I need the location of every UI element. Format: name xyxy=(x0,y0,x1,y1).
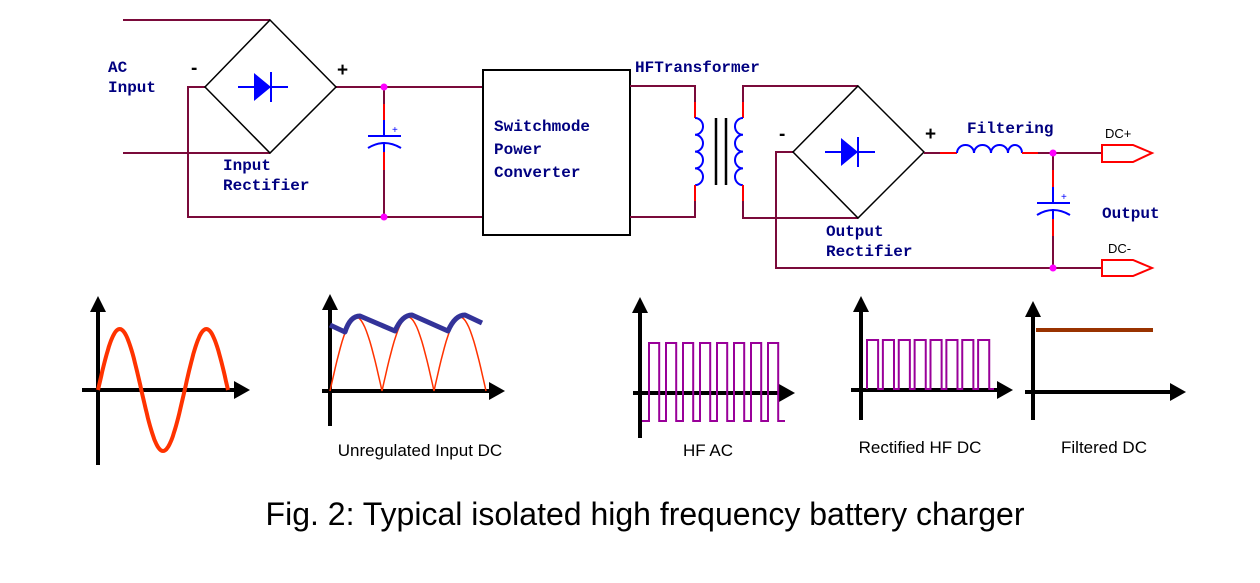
converter-label-1: Switchmode xyxy=(494,118,590,136)
converter-label-2: Power xyxy=(494,141,542,159)
unregulated-label: Unregulated Input DC xyxy=(338,441,502,460)
output-label: Output xyxy=(1102,205,1160,223)
filtering-label: Filtering xyxy=(967,120,1053,138)
converter-label-3: Converter xyxy=(494,164,580,182)
waveform-filtered-dc xyxy=(1025,301,1186,420)
x-axis-arrow-icon xyxy=(234,381,250,399)
dc-minus-label: DC- xyxy=(1108,241,1131,256)
hf-transformer xyxy=(630,85,858,219)
output-rectifier-label-1: Output xyxy=(826,223,884,241)
input-rectifier-label-2: Rectifier xyxy=(223,177,309,195)
cap-plus-sign: + xyxy=(1061,192,1067,203)
sine-wave xyxy=(96,326,230,454)
input-plus-sign: + xyxy=(337,60,348,81)
cap-plus-sign: + xyxy=(392,125,398,136)
output-plus-sign: + xyxy=(925,124,936,145)
waveform-ac-input xyxy=(82,296,250,465)
node-dot xyxy=(380,213,388,221)
output-bridge-rectifier xyxy=(791,84,926,220)
y-axis-arrow-icon xyxy=(90,296,106,312)
filter-inductor xyxy=(924,144,1102,154)
input-rectifier-label-1: Input xyxy=(223,157,271,175)
output-negative-wire xyxy=(775,151,1102,269)
output-capacitor: + xyxy=(1036,149,1071,272)
rectified-square-wave xyxy=(866,339,994,390)
diode-icon xyxy=(825,137,875,167)
hf-ac-label: HF AC xyxy=(683,441,733,460)
filtered-dc-label: Filtered DC xyxy=(1061,438,1147,457)
x-axis-arrow-icon xyxy=(997,381,1013,399)
x-axis-arrow-icon xyxy=(779,384,795,402)
ripple-envelope xyxy=(328,312,484,335)
transformer-label: HFTransformer xyxy=(635,59,760,77)
dc-plus-connector-icon xyxy=(1101,144,1155,163)
input-bridge-rectifier xyxy=(203,18,338,155)
x-axis-arrow-icon xyxy=(489,382,505,400)
ac-input-label-1: AC xyxy=(108,59,128,77)
input-capacitor: + xyxy=(367,83,402,221)
y-axis-arrow-icon xyxy=(632,297,648,313)
node-dot xyxy=(1049,264,1057,272)
ac-input-wires xyxy=(123,19,483,218)
dc-minus-connector-icon xyxy=(1101,259,1155,277)
rectified-hf-dc-label: Rectified HF DC xyxy=(859,438,982,457)
figure-caption: Fig. 2: Typical isolated high frequency … xyxy=(266,496,1025,532)
dc-plus-label: DC+ xyxy=(1105,126,1131,141)
waveform-rectified-hf-dc xyxy=(851,296,1013,420)
node-dot xyxy=(380,83,388,91)
y-axis-arrow-icon xyxy=(853,296,869,312)
waveform-hf-ac xyxy=(632,297,795,438)
rectified-arches xyxy=(329,316,487,392)
input-minus-sign: - xyxy=(191,58,197,79)
output-rectifier-label-2: Rectifier xyxy=(826,243,912,261)
hf-square-wave xyxy=(642,342,785,422)
ac-input-label-2: Input xyxy=(108,79,156,97)
output-minus-sign: - xyxy=(779,124,785,145)
diode-icon xyxy=(238,72,288,102)
node-dot xyxy=(1049,149,1057,157)
y-axis-arrow-icon xyxy=(322,294,338,310)
x-axis-arrow-icon xyxy=(1170,383,1186,401)
y-axis-arrow-icon xyxy=(1025,301,1041,317)
waveform-unregulated-dc xyxy=(322,294,505,426)
switchmode-converter xyxy=(482,69,631,236)
